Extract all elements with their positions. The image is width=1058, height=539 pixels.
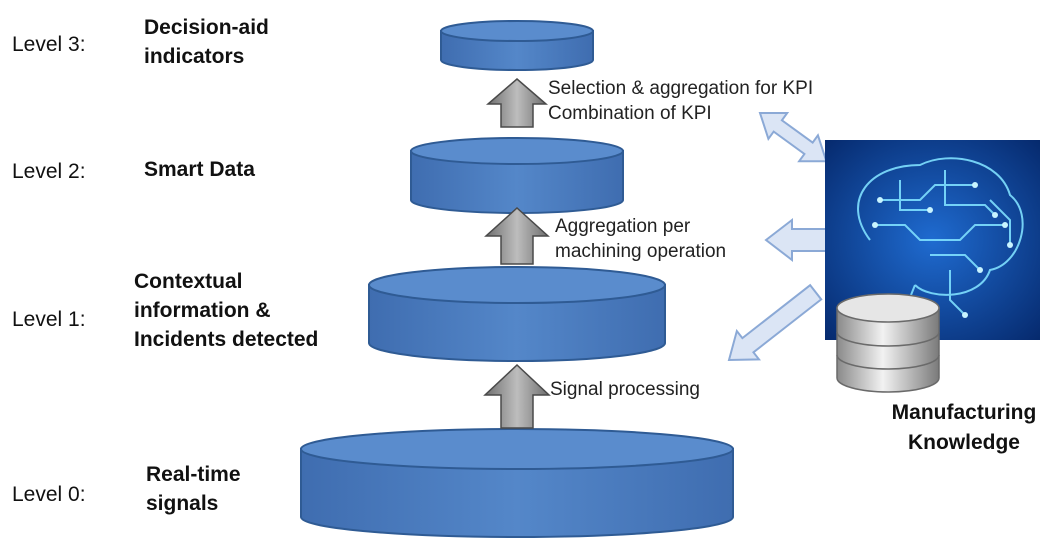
level-3-name: Decision-aid indicators [144,13,269,71]
level-1-name: Contextual information & Incidents detec… [134,267,318,354]
knowledge-label-line1: Manufacturing [891,401,1037,424]
level-0-name-line1: Real-time [146,463,241,486]
level-0-name-line2: signals [146,492,219,515]
level-1-name-line2: information & [134,299,271,322]
knowledge-label: Manufacturing Knowledge [873,398,1055,458]
process-mid-line2: machining operation [555,241,727,262]
level-3-label: Level 3: [12,33,86,56]
cylinder-level-3 [440,20,594,71]
process-top-line2: Combination of KPI [548,103,712,124]
up-arrow-level-2-to-3 [485,78,549,128]
process-top-line1: Selection & aggregation for KPI [548,78,814,99]
level-3-name-line2: indicators [144,45,245,68]
level-2-name: Smart Data [144,158,255,181]
level-0-label: Level 0: [12,483,86,506]
knowledge-label-line2: Knowledge [907,431,1020,454]
arrow-knowledge-to-level-2 [764,217,829,263]
process-low: Signal processing [550,379,700,400]
level-0-name: Real-time signals [146,460,241,518]
cylinder-level-1 [368,266,666,362]
database-icon [836,293,940,393]
arrow-knowledge-to-level-1 [727,283,823,362]
process-mid: Aggregation per machining operation [555,214,726,264]
up-arrow-level-1-to-2 [484,206,550,265]
level-1-label: Level 1: [12,308,86,331]
process-mid-line1: Aggregation per [555,216,691,237]
level-3-name-line1: Decision-aid [144,16,269,39]
cylinder-level-0 [300,428,734,538]
level-2-label: Level 2: [12,160,86,183]
up-arrow-level-0-to-1 [483,363,551,429]
cylinder-level-2 [410,137,624,214]
level-1-name-line3: Incidents detected [134,328,319,351]
process-top: Selection & aggregation for KPI Combinat… [548,76,813,126]
level-1-name-line1: Contextual [134,270,243,293]
